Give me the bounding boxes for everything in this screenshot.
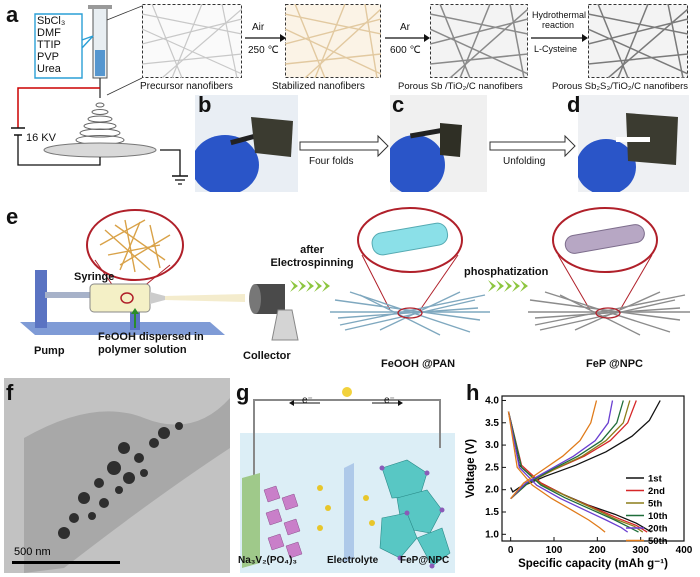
tem-image [4, 378, 230, 573]
legend-label: 20th [648, 524, 668, 535]
x-tick-label: 400 [676, 545, 693, 556]
porous-sb2s3-box [588, 4, 688, 78]
x-tick-label: 0 [508, 545, 514, 556]
panel-d-letter: d [567, 92, 581, 117]
step2-bottom-label: 600 ℃ [390, 45, 421, 56]
chemical-item: Urea [37, 63, 61, 75]
feooh-pan-label: FeOOH @PAN [381, 358, 456, 370]
charge-discharge-chart: 0 100 200 300 400 1.0 1.5 2.0 2.5 3.0 3.5 4.0Specif… [465, 395, 693, 570]
porous-sb-tio2-c-box [430, 4, 528, 78]
panel-g-letter: g [236, 380, 250, 405]
photo-b-hand-holding-film [195, 95, 298, 192]
unfolding-label: Unfolding [503, 156, 546, 167]
plot-frame [501, 395, 685, 542]
chemical-list: SbCl₃ DMF TTIP PVP Urea [37, 15, 65, 75]
four-folds-label: Four folds [309, 156, 354, 167]
legend-label: 1st [648, 474, 663, 485]
chemical-item: DMF [37, 27, 61, 39]
step2-top-label: Ar [400, 22, 410, 33]
collector-label: Collector [243, 350, 291, 362]
x-tick-label: 100 [546, 545, 563, 556]
x-axis-label: Specific capacity (mAh g⁻¹) [518, 558, 668, 570]
stabilized-nanofiber-box [285, 4, 381, 78]
chemical-item: SbCl₃ [37, 15, 66, 27]
anode-label: FeP@NPC [400, 555, 450, 566]
fiber-label-precursor: Precursor nanofibers [140, 81, 233, 92]
fep-npc-label: FeP @NPC [586, 358, 643, 370]
precursor-nanofiber-box [142, 4, 242, 78]
panel-a-letter: a [6, 2, 19, 27]
panel-c-letter: c [392, 92, 405, 117]
step3-bottom-label: L-Cysteine [534, 44, 578, 54]
step1-bottom-label: 250 ℃ [248, 45, 279, 56]
panel-e-letter: e [6, 204, 19, 229]
y-axis-label: Voltage (V) [465, 439, 477, 498]
panel-e-electrospinning-diagram [20, 207, 690, 341]
series-line-20th-discharge [507, 411, 629, 533]
y-tick-label: 1.0 [485, 529, 499, 540]
legend-label: 2nd [648, 486, 665, 497]
photo-c-folded-film [390, 95, 487, 192]
electron-left-label: e⁻ [302, 395, 313, 406]
syringe-label: Syringe [74, 271, 115, 283]
chemical-item: TTIP [37, 39, 61, 51]
legend-label: 10th [648, 511, 668, 522]
panel-f-letter: f [6, 380, 14, 405]
y-tick-label: 2.0 [485, 485, 499, 496]
series-line-50th-discharge [507, 411, 606, 533]
series-line-10th-discharge [507, 411, 639, 533]
legend-label: 5th [648, 499, 662, 510]
panel-h-letter: h [466, 380, 480, 405]
panel-a-electrospinning-sketch [11, 5, 188, 185]
y-tick-label: 3.0 [485, 440, 499, 451]
series-line-10th-charge [510, 400, 624, 500]
series-line-1st-discharge [507, 411, 652, 533]
voltage-label: 16 KV [26, 132, 56, 144]
series-line-50th-charge [510, 400, 598, 500]
fiber-label-stabilized: Stabilized nanofibers [272, 81, 365, 92]
legend-label: 50th [648, 536, 668, 547]
step1-top-label: Air [252, 22, 265, 33]
panel-b-letter: b [198, 92, 212, 117]
step3-top-label: Hydrothermal reaction [532, 10, 587, 30]
series-line-2nd-charge [510, 400, 637, 500]
electrolyte-label: Electrolyte [327, 555, 379, 566]
battery-schematic [240, 387, 455, 573]
y-tick-label: 1.5 [485, 507, 499, 518]
solution-label: FeOOH dispersed in polymer solution [98, 331, 204, 356]
electron-right-label: e⁻ [384, 395, 395, 406]
series-line-20th-charge [510, 400, 614, 500]
photo-d-unfolded-film [578, 95, 689, 192]
panel-bcd-arrows [299, 134, 576, 158]
fiber-label-sb2s3: Porous Sb₂S₃/TiO₂/C nanofibers [552, 81, 689, 92]
scale-bar-label: 500 nm [14, 546, 51, 558]
y-tick-label: 3.5 [485, 418, 499, 429]
x-tick-label: 200 [589, 545, 606, 556]
x-tick-label: 300 [632, 545, 649, 556]
cathode-label: Na₃V₂(PO₄)₃ [238, 555, 298, 566]
phosphatization-step-label: phosphatization [464, 266, 549, 278]
series-line-1st-charge [510, 400, 661, 493]
fiber-label-sb: Porous Sb /TiO₂/C nanofibers [398, 81, 523, 92]
pump-label: Pump [34, 345, 65, 357]
chemical-item: PVP [37, 51, 60, 63]
panel-a-step-arrows [245, 34, 588, 42]
electrospinning-step-label: after Electrospinning [270, 244, 354, 269]
y-tick-label: 4.0 [485, 395, 499, 406]
y-tick-label: 2.5 [485, 462, 499, 473]
